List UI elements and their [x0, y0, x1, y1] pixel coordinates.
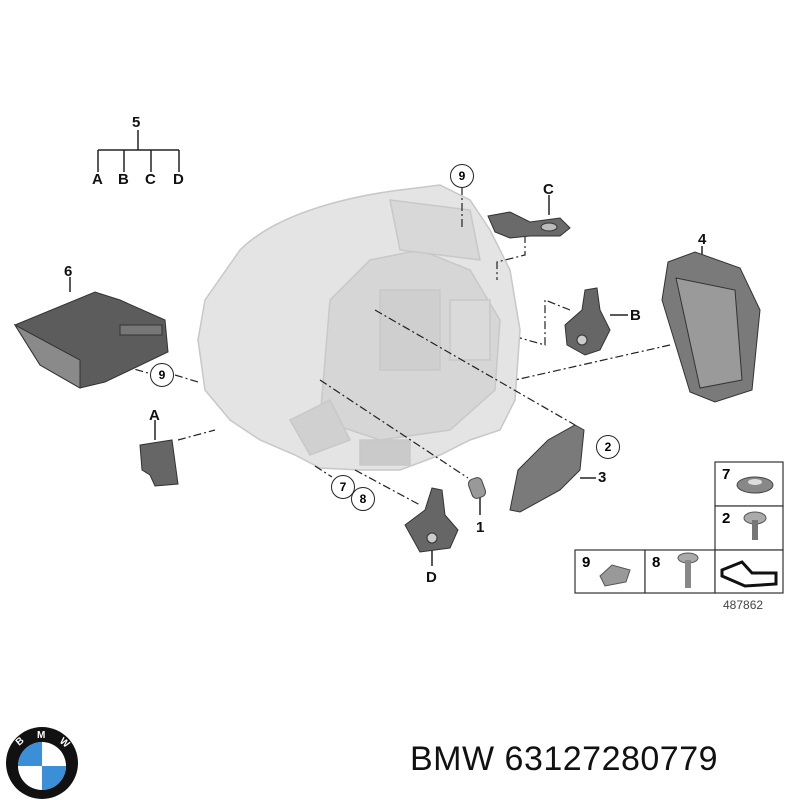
bmw-logo: B M W [6, 727, 78, 799]
callout-D-tree: D [173, 171, 184, 188]
part-D-bracket [404, 487, 459, 553]
table-num-2: 2 [722, 510, 731, 527]
callout-B: B [630, 307, 641, 324]
callout-C: C [543, 181, 554, 198]
callout-3: 3 [598, 469, 607, 486]
leader-stubs [69, 195, 703, 566]
callout-9-left: 9 [150, 363, 174, 387]
part-4-control-unit [661, 251, 761, 403]
table-part-icons [599, 476, 778, 588]
headlight-housing [197, 184, 521, 471]
headlight-exploded-diagram [13, 130, 784, 594]
callout-4: 4 [698, 231, 707, 248]
part-6-cover [13, 291, 169, 389]
part-1-bulb [467, 477, 487, 499]
table-num-7: 7 [722, 466, 731, 483]
diagram-reference-number: 487862 [723, 598, 764, 612]
callout-A: A [149, 407, 160, 424]
table-num-9: 9 [582, 554, 591, 571]
part-C-bracket [487, 211, 571, 239]
callout-D: D [426, 569, 437, 586]
part-A-bracket [139, 439, 179, 487]
callout-2: 2 [596, 435, 620, 459]
callout-9-top: 9 [450, 164, 474, 188]
part-title: BMW 63127280779 [410, 740, 719, 778]
callout-5: 5 [132, 114, 141, 131]
callout-6: 6 [64, 263, 73, 280]
part-B-bracket [564, 287, 611, 356]
part-3-cover [509, 424, 585, 513]
callout-8: 8 [351, 487, 375, 511]
callout-B-tree: B [118, 171, 129, 188]
table-num-8: 8 [652, 554, 661, 571]
svg-text:M: M [37, 730, 45, 741]
callout-1: 1 [476, 519, 485, 536]
callout-A-tree: A [92, 171, 103, 188]
callout-C-tree: C [145, 171, 156, 188]
tree-connector [97, 130, 180, 172]
